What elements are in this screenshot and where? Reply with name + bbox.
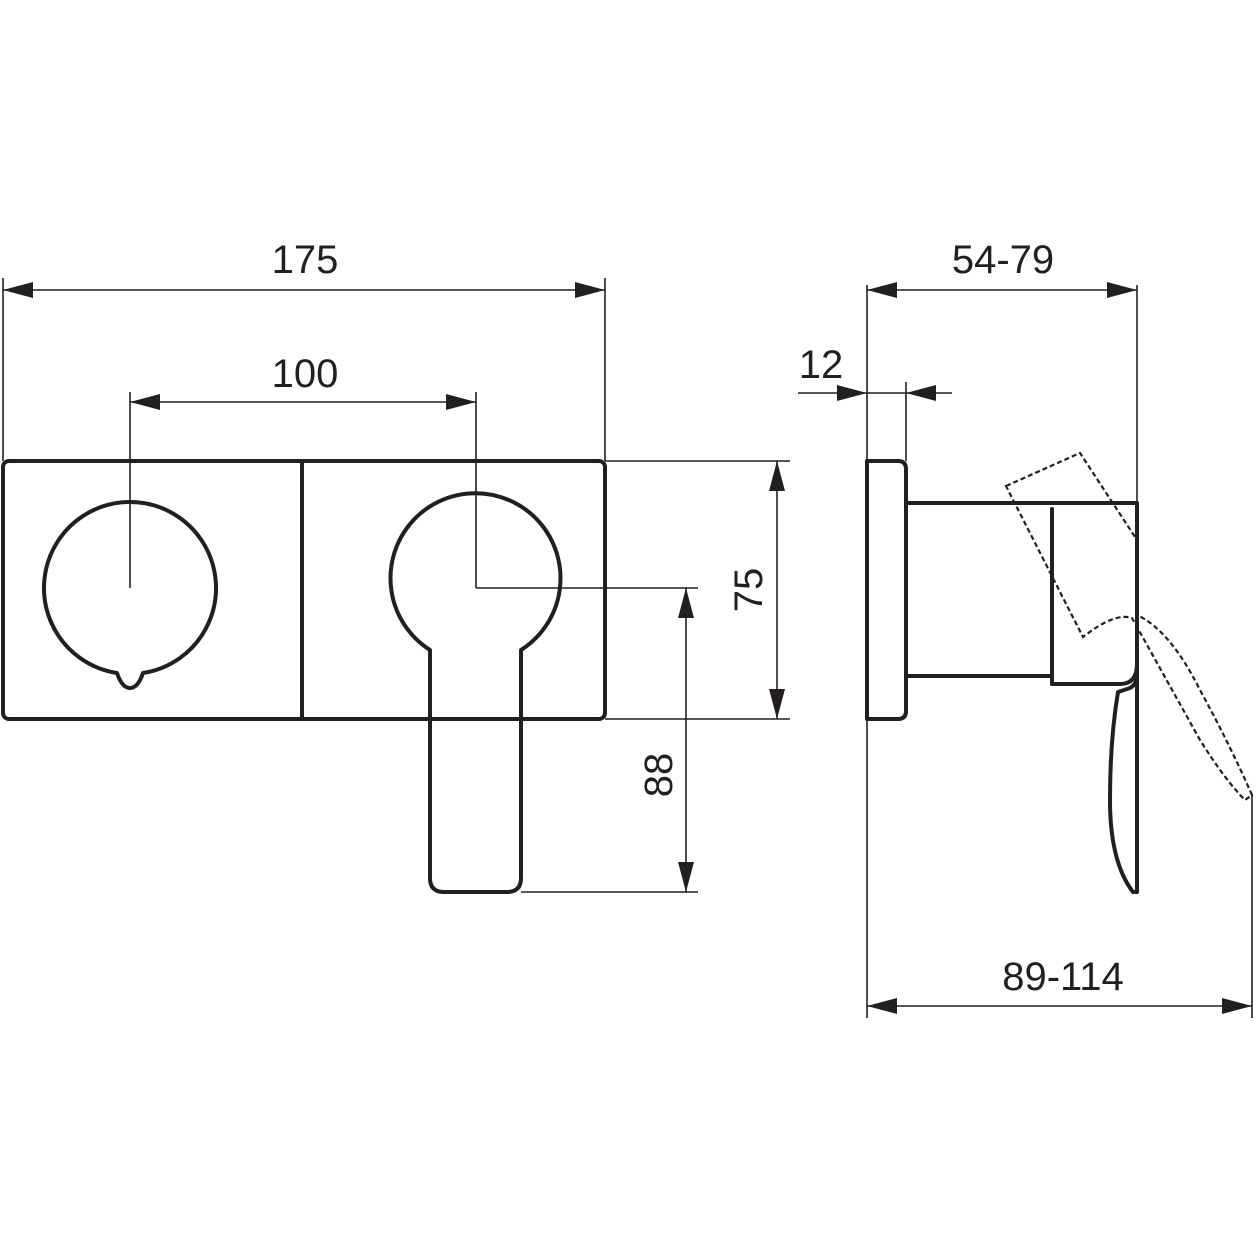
side-lever-hub — [1050, 507, 1139, 686]
arrow-head — [769, 461, 785, 491]
dimension-height: 75 — [605, 460, 790, 720]
dimension-label-175: 175 — [272, 238, 339, 282]
dimension-lever-drop: 88 — [521, 588, 698, 893]
lever-handle-side — [1108, 610, 1140, 894]
arrow-head — [867, 998, 897, 1014]
arrow-head — [769, 689, 785, 719]
arrow-head — [867, 282, 897, 298]
arrow-head — [1222, 998, 1252, 1014]
arrow-head — [3, 282, 33, 298]
arrow-head — [678, 862, 694, 892]
dimension-label-75: 75 — [727, 568, 771, 613]
arrow-head — [678, 588, 694, 618]
lever-handle-front — [388, 491, 563, 894]
dimension-label-100: 100 — [272, 352, 339, 396]
dimension-plate-thickness: 12 — [798, 343, 952, 401]
arrow-head — [837, 385, 867, 401]
arrow-head — [906, 385, 936, 401]
arrow-head — [446, 394, 476, 410]
dimension-depth-range: 54-79 — [867, 238, 1137, 298]
dimension-label-12: 12 — [799, 343, 844, 387]
lever-handle-raised — [1004, 451, 1254, 802]
arrow-head — [575, 282, 605, 298]
dimension-overall-width: 175 — [2, 238, 606, 461]
dimension-label-54-79: 54-79 — [952, 238, 1054, 282]
side-body — [904, 501, 1139, 678]
arrow-head — [130, 394, 160, 410]
front-view — [1, 392, 698, 894]
dimension-center-distance: 100 — [130, 352, 476, 410]
arrow-head — [1107, 282, 1137, 298]
diverter-knob — [42, 500, 218, 690]
dimension-label-89-114: 89-114 — [1002, 955, 1124, 999]
side-view — [865, 285, 1254, 1018]
dimension-label-88: 88 — [637, 753, 681, 798]
dimension-total-depth-range: 89-114 — [867, 955, 1252, 1014]
side-cover-plate — [865, 459, 908, 721]
